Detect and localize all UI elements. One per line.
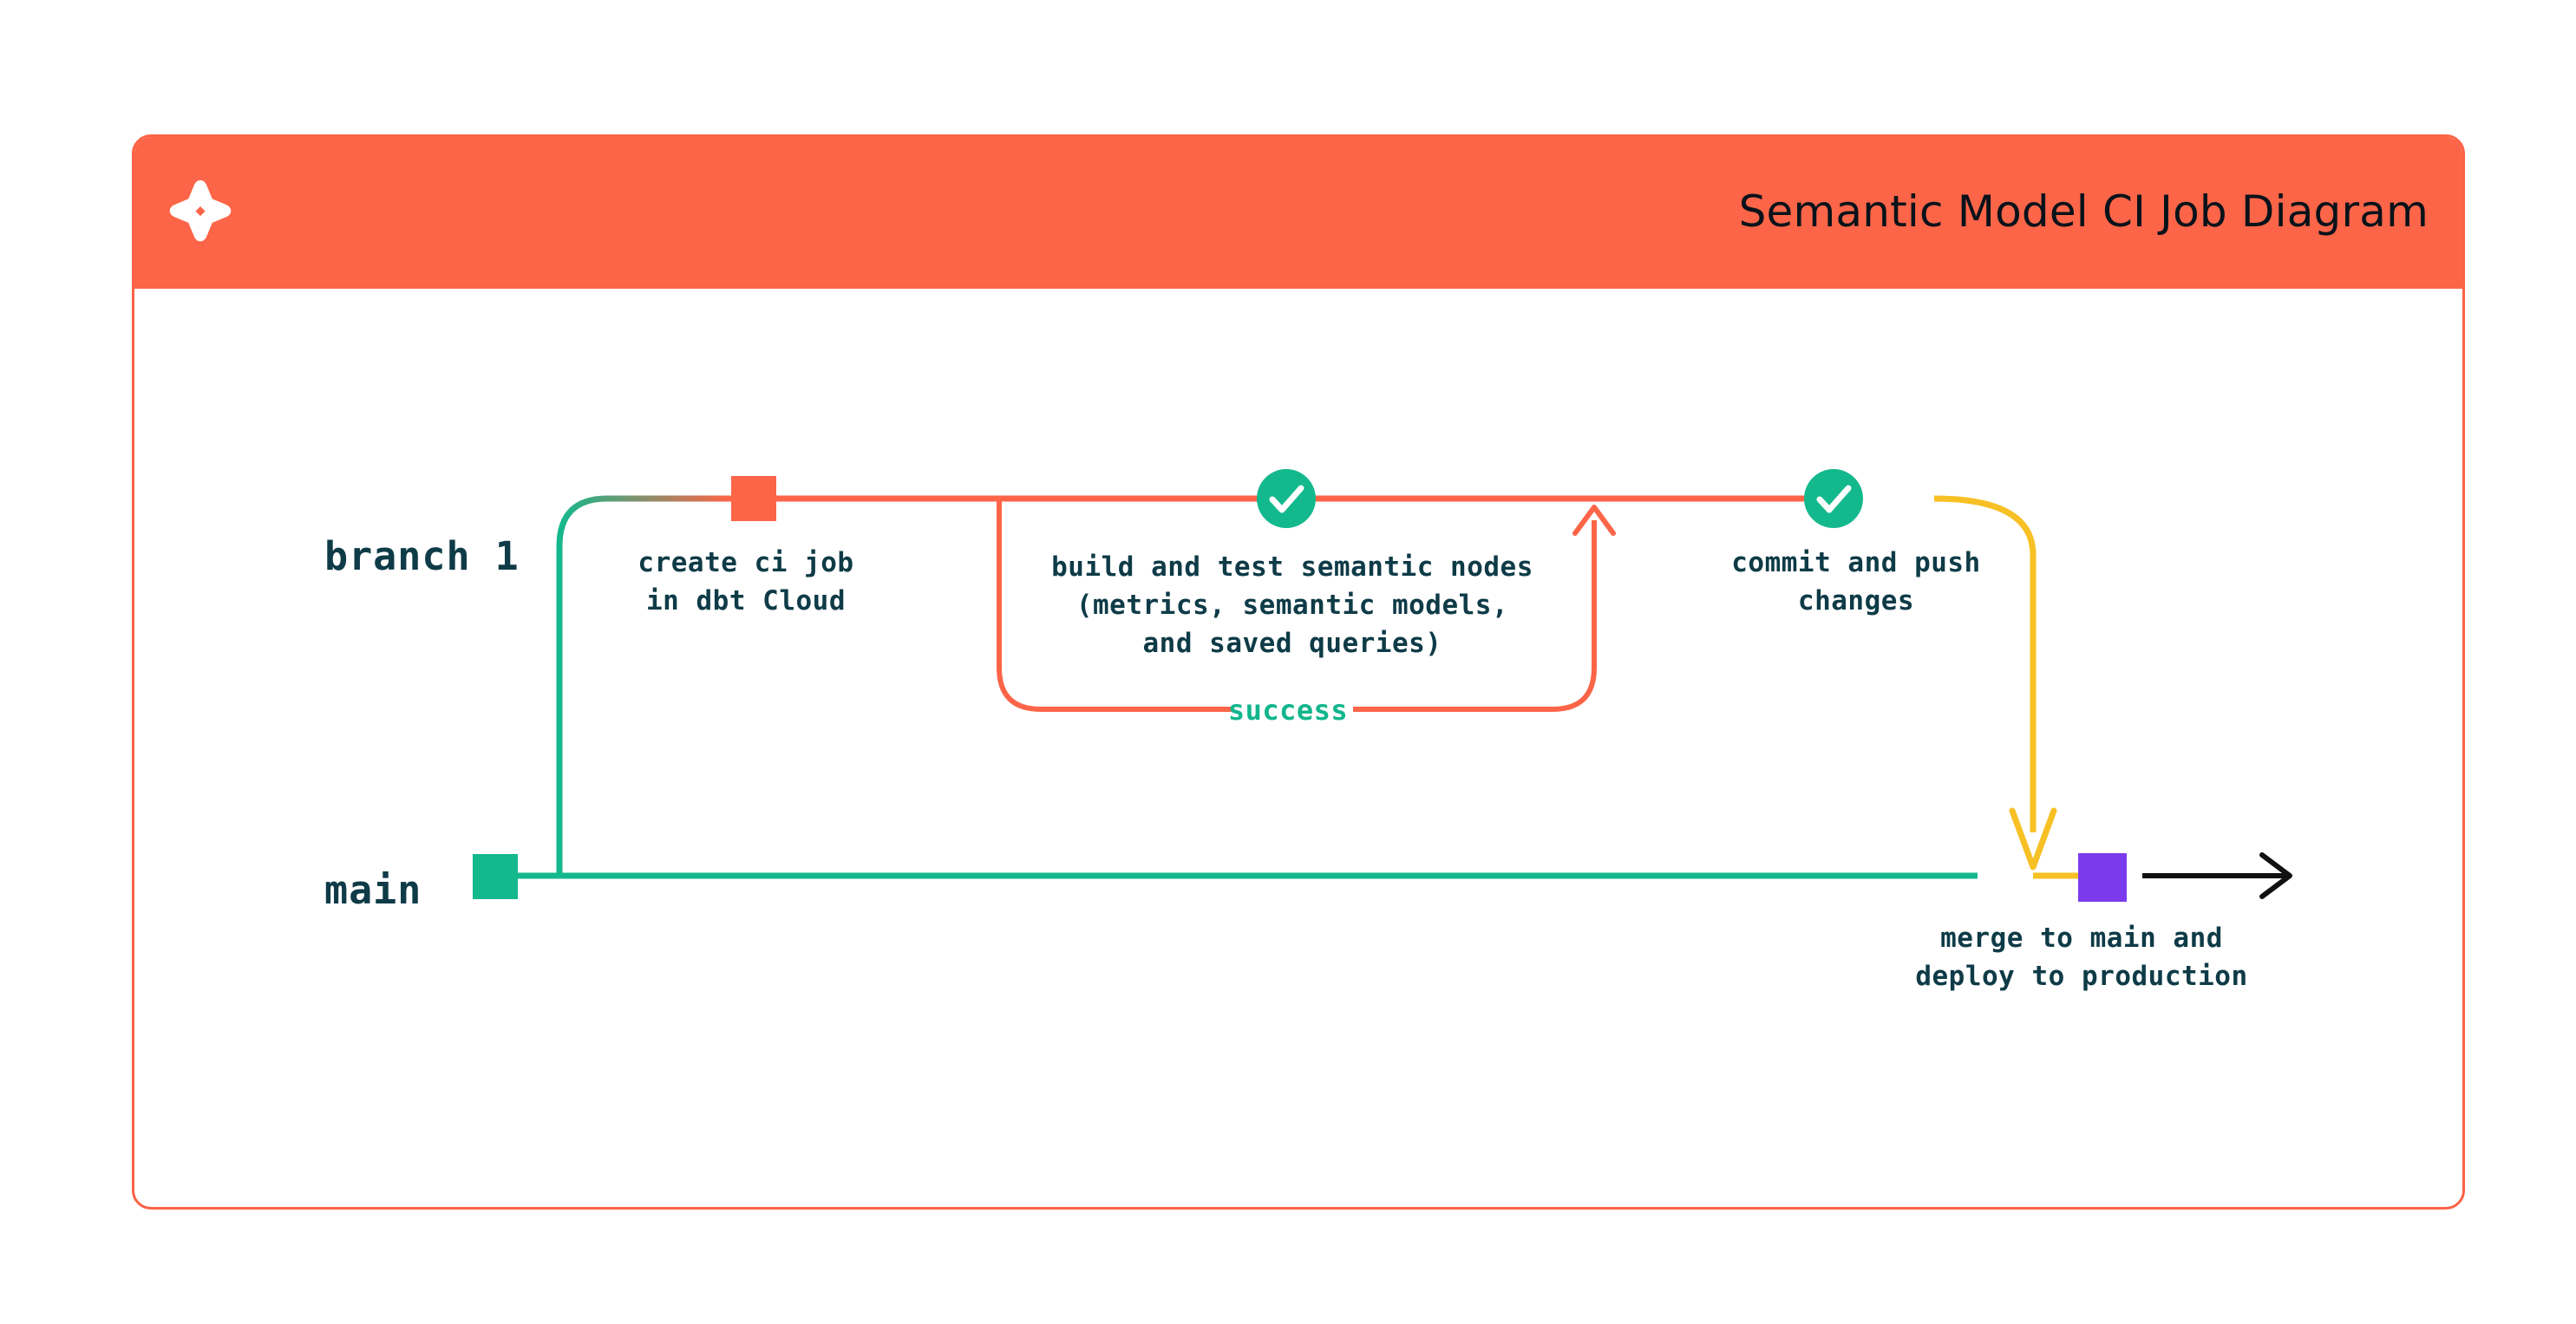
caption-create-ci-job: create ci job in dbt Cloud <box>637 547 854 616</box>
caption-build-and-test: build and test semantic nodes (metrics, … <box>1051 551 1533 659</box>
lane-label-main: main <box>324 867 422 913</box>
lane-label-branch-1: branch 1 <box>324 533 520 579</box>
loop-label-success: success <box>1227 694 1349 727</box>
caption-merge-to-main: merge to main and deploy to production <box>1915 923 2248 992</box>
caption-commit-and-push: commit and push changes <box>1731 547 1981 616</box>
card-body <box>134 291 2462 1207</box>
diagram-card: Semantic Model CI Job Diagram <box>132 134 2465 1210</box>
card-header: Semantic Model CI Job Diagram <box>134 137 2462 289</box>
dbt-logo-icon <box>163 174 238 249</box>
page-title: Semantic Model CI Job Diagram <box>1738 186 2429 237</box>
